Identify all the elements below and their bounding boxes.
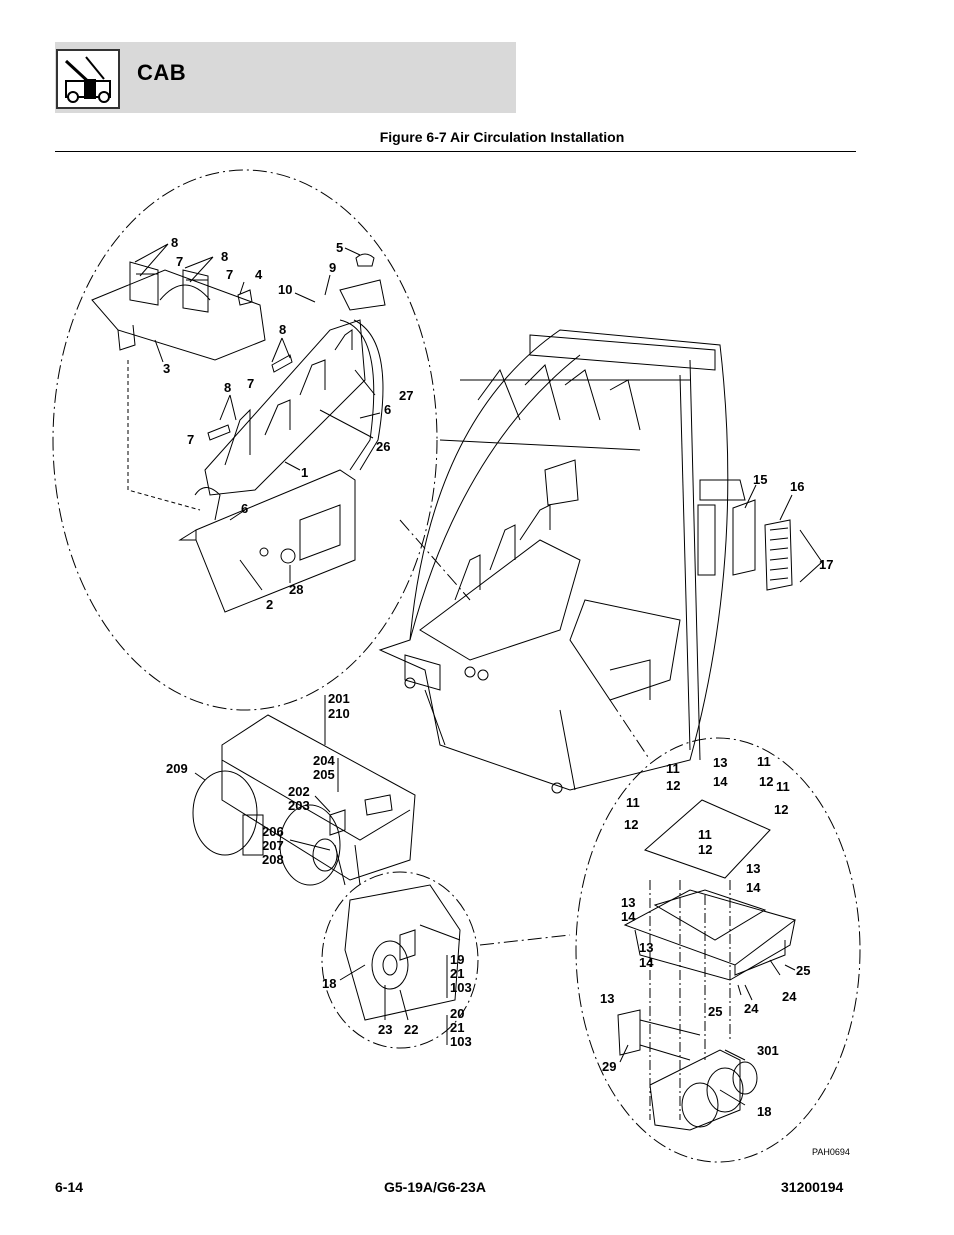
telehandler-icon [56,49,120,109]
callout-label: 18 [322,976,336,991]
callout-label: 206 [262,824,284,839]
callout-label: 103 [450,1034,472,1049]
callout-label: 21 [450,1020,464,1035]
callout-label: 24 [744,1001,759,1016]
callout-label: 11 [626,795,640,810]
callout-label: 13 [621,895,635,910]
callout-label: 7 [187,432,194,447]
callout-label: 29 [602,1059,616,1074]
callout-label: 14 [746,880,761,895]
callout-label: 14 [713,774,728,789]
callout-label: 18 [757,1104,771,1119]
callout-label: 20 [450,1006,464,1021]
callout-label: 202 [288,784,310,799]
callout-label: 13 [600,991,614,1006]
callout-label: 10 [278,282,292,297]
callout-label: 210 [328,706,350,721]
callout-label: 203 [288,798,310,813]
callout-label: 26 [376,439,390,454]
callout-label: 16 [790,479,804,494]
callout-label: 8 [279,322,286,337]
filter-part [732,499,756,576]
callout-label: 6 [241,501,248,516]
callout-label: 12 [774,802,788,817]
upper-duct-part [91,269,266,361]
callout-label: 209 [166,761,188,776]
detail-circle-blower [321,871,479,1049]
header-rule [55,151,856,152]
callout-label: 8 [224,380,231,395]
callout-label: 12 [759,774,773,789]
detail-circle-heater-box [575,737,861,1163]
callout-label: 23 [378,1022,392,1037]
cover-plate [644,799,771,879]
callout-label: 3 [163,361,170,376]
figure-ref-code: PAH0694 [812,1147,850,1157]
callout-label: 204 [313,753,335,768]
grille-part [764,519,793,591]
callout-label: 205 [313,767,335,782]
callout-label: 4 [255,267,263,282]
callout-label: 12 [624,817,638,832]
figure-title: Figure 6-7 Air Circulation Installation [379,129,625,145]
footer-page-number: 6-14 [55,1179,84,1195]
footer-model: G5-19A/G6-23A [384,1179,486,1195]
callout-label: 301 [757,1043,779,1058]
lower-duct-part [195,469,356,613]
callout-label: 11 [666,761,680,776]
callout-label: 15 [753,472,767,487]
callout-label: 6 [384,402,391,417]
callout-label: 12 [698,842,712,857]
callout-label: 22 [404,1022,418,1037]
section-title: CAB [137,60,187,85]
callout-label: 25 [796,963,810,978]
callout-label: 201 [328,691,350,706]
callout-label: 13 [639,940,653,955]
callout-label: 207 [262,838,284,853]
callout-label: 24 [782,989,797,1004]
callout-label: 9 [329,260,336,275]
callout-label: 7 [176,254,183,269]
callout-label: 1 [301,465,308,480]
heater-assembly [221,714,416,881]
callout-label: 27 [399,388,413,403]
footer-doc-number: 31200194 [781,1179,844,1195]
callout-label: 11 [757,754,771,769]
callout-label: 14 [621,909,636,924]
callout-label: 12 [666,778,680,793]
callout-label: 11 [698,827,712,842]
callout-labels: 8 7 8 7 4 5 9 10 3 8 7 8 7 27 6 26 1 6 2… [163,235,850,1157]
cab-frame [378,329,729,791]
callout-label: 13 [746,861,760,876]
callout-label: 103 [450,980,472,995]
callout-label: 28 [289,582,303,597]
callout-label: 7 [226,267,233,282]
callout-label: 14 [639,955,654,970]
main-duct-part [204,319,366,496]
detail-circle-duct [52,169,438,711]
callout-label: 8 [171,235,178,250]
callout-label: 19 [450,952,464,967]
callout-label: 11 [776,779,790,794]
header-band [55,42,516,113]
callout-label: 7 [247,376,254,391]
callout-label: 17 [819,557,833,572]
callout-label: 8 [221,249,228,264]
callout-label: 2 [266,597,273,612]
callout-label: 21 [450,966,464,981]
callout-label: 25 [708,1004,722,1019]
callout-label: 13 [713,755,727,770]
callout-label: 208 [262,852,284,867]
callout-label: 5 [336,240,343,255]
